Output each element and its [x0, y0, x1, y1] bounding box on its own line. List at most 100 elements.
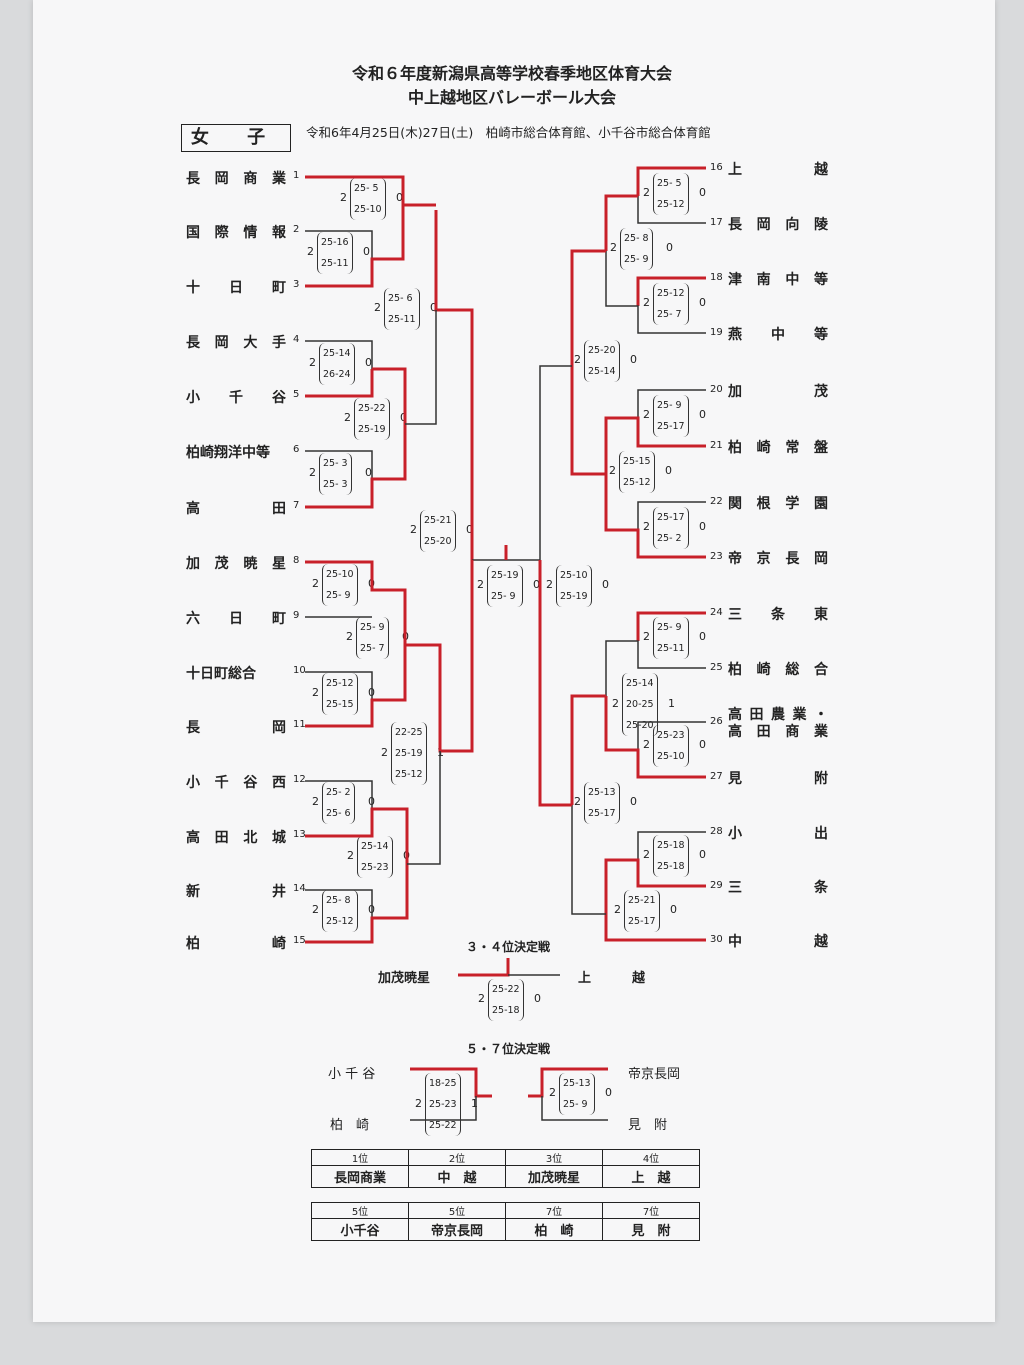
winner-line [410, 1067, 492, 1098]
team-name: 国際情報 [186, 225, 286, 241]
bracket-line [305, 230, 373, 259]
score-winner: 2 [374, 301, 381, 314]
team-name: 見附 [728, 771, 828, 787]
team-seed: 9 [293, 610, 300, 621]
winner-line [528, 1067, 608, 1098]
winner-line [305, 560, 407, 645]
team-seed: 29 [710, 880, 723, 891]
score-loser: 0 [396, 191, 403, 204]
section-label: 女 子 [181, 124, 291, 152]
winner-line [405, 560, 474, 753]
team-name: 中越 [728, 934, 828, 950]
team-name: 柏崎総合 [728, 662, 828, 678]
set-score: 25- 2 [326, 787, 351, 798]
score-winner: 2 [643, 408, 650, 421]
score-winner: 2 [643, 186, 650, 199]
score-loser: 0 [630, 353, 637, 366]
score-winner: 2 [347, 849, 354, 862]
score-loser: 0 [699, 630, 706, 643]
set-score: 25-19 [491, 570, 519, 581]
team-name: 高田商業 [728, 724, 828, 740]
winner-line [636, 611, 706, 641]
bracket-line [305, 671, 373, 700]
winner-line [434, 210, 474, 560]
rank-value: 見 附 [602, 1218, 700, 1241]
team-name: 小出 [728, 826, 828, 842]
team-seed: 11 [293, 719, 306, 730]
set-score: 25- 9 [563, 1099, 588, 1110]
rank-header: 5位 [408, 1202, 506, 1219]
score-winner: 2 [309, 356, 316, 369]
set-score: 25-17 [628, 916, 656, 927]
set-score: 25-14 [626, 678, 654, 689]
team-seed: 30 [710, 934, 723, 945]
score-winner: 2 [477, 578, 484, 591]
winner-line [604, 474, 706, 559]
score-winner: 2 [344, 411, 351, 424]
set-score: 25-12 [623, 477, 651, 488]
set-score: 25-16 [321, 237, 349, 248]
team-seed: 19 [710, 327, 723, 338]
score-winner: 2 [546, 578, 553, 591]
score-winner: 2 [410, 523, 417, 536]
tournament-title: 令和６年度新潟県高等学校春季地区体育大会 [351, 64, 672, 83]
score-sets: 25-13 25-17 [584, 782, 620, 824]
team-seed: 12 [293, 774, 306, 785]
set-score: 25-17 [657, 421, 685, 432]
score-winner: 2 [643, 296, 650, 309]
bracket-line [637, 831, 706, 860]
ranking-table-top: 1位 2位 3位 4位 長岡商業 中 越 加茂暁星 上 越 [311, 1149, 700, 1188]
set-score: 25-17 [588, 808, 616, 819]
set-score: 25-12 [326, 916, 354, 927]
score-loser: 0 [699, 408, 706, 421]
score-loser: 0 [665, 464, 672, 477]
team-name: 十日町 [186, 280, 286, 296]
set-score: 25-12 [326, 678, 354, 689]
rank-value: 小千谷 [311, 1218, 409, 1241]
team-seed: 14 [293, 883, 306, 894]
rank-header: 1位 [311, 1149, 409, 1166]
set-score: 25-13 [588, 787, 616, 798]
winner-line [636, 276, 706, 306]
team-name: 加茂 [728, 384, 828, 400]
score-winner: 2 [312, 577, 319, 590]
set-score: 25-23 [429, 1099, 457, 1110]
set-score: 25-18 [657, 861, 685, 872]
team-seed: 17 [710, 217, 723, 228]
team-name: 高田農業・ [728, 707, 828, 723]
winner-line [305, 807, 409, 864]
set-score: 25-22 [492, 984, 520, 995]
team-name: 新井 [186, 884, 286, 900]
tournament-subtitle: 中上越地区バレーボール大会 [407, 88, 616, 107]
set-score: 25- 5 [657, 178, 682, 189]
team-seed: 20 [710, 384, 723, 395]
paper-sheet [33, 0, 995, 1322]
bracket-line [637, 501, 706, 530]
bracket-line [410, 1096, 477, 1121]
set-score: 25- 9 [657, 622, 682, 633]
third-place-right-team: 上 越 [578, 971, 660, 986]
set-score: 25-20 [588, 345, 616, 356]
team-seed: 18 [710, 272, 723, 283]
score-loser: 0 [466, 523, 473, 536]
set-score: 25-11 [657, 643, 685, 654]
team-name: 小千谷西 [186, 775, 286, 791]
score-loser: 0 [533, 578, 540, 591]
team-seed: 10 [293, 665, 306, 676]
score-winner: 2 [609, 464, 616, 477]
winner-line [305, 175, 436, 207]
score-loser: 0 [666, 241, 673, 254]
rank-header: 7位 [602, 1202, 700, 1219]
set-score: 25- 9 [360, 622, 385, 633]
team-name: 柏崎常盤 [728, 440, 828, 456]
